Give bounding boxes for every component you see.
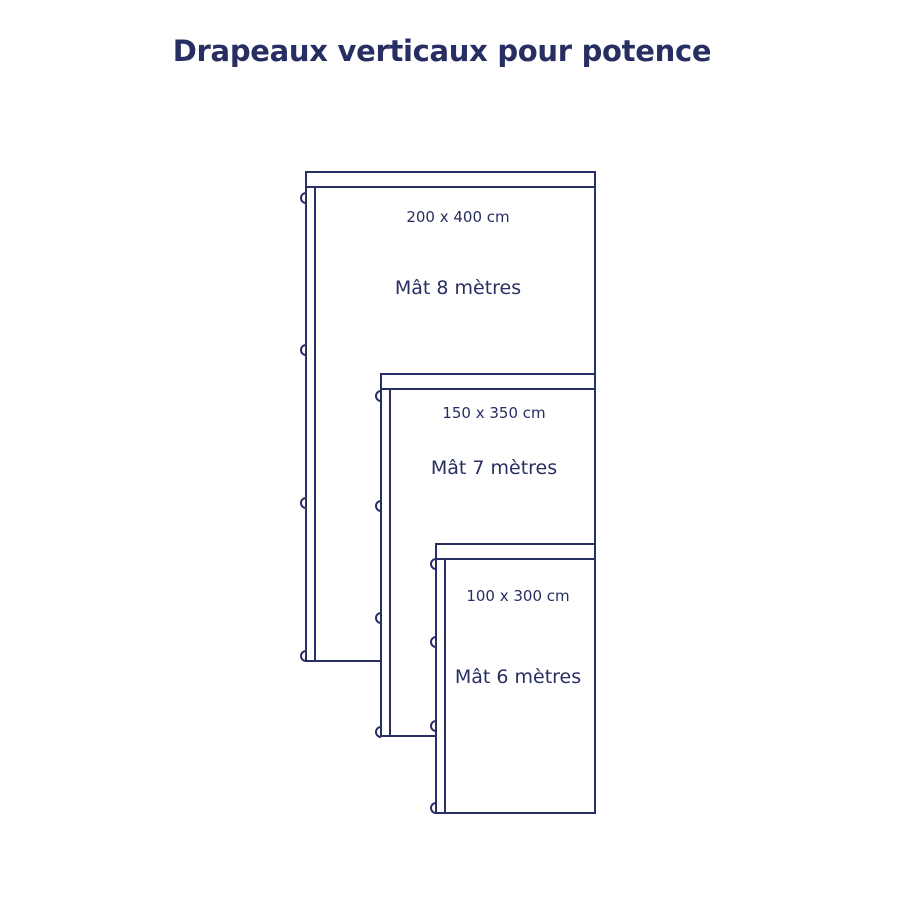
flag-ring [300, 192, 307, 204]
flag-100x300: 100 x 300 cm Mât 6 mètres [430, 543, 596, 814]
diagram-title: Drapeaux verticaux pour potence [172, 34, 712, 68]
mast-6m-label: Mât 6 mètres [455, 666, 581, 688]
mast-7m-label: Mât 7 mètres [431, 457, 557, 479]
flag-ring [430, 802, 437, 814]
flag-dimensions-label: 200 x 400 cm [406, 208, 509, 226]
flag-body [444, 558, 596, 814]
flag-ring [300, 497, 307, 509]
flag-ring [430, 720, 437, 732]
mast-8m-label: Mât 8 mètres [395, 277, 521, 299]
flag-ring [300, 344, 307, 356]
flag-ring [430, 558, 437, 570]
flag-dimensions-label: 150 x 350 cm [442, 404, 545, 422]
flag-ring [375, 390, 382, 402]
flag-ring [375, 500, 382, 512]
flag-ring [375, 726, 382, 738]
flag-layer: 200 x 400 cm Mât 8 mètres 150 x 350 cm Mât … [300, 171, 596, 814]
flag-ring [375, 612, 382, 624]
flag-ring [300, 650, 307, 662]
flag-background [436, 544, 595, 813]
flag-dimensions-label: 100 x 300 cm [466, 587, 569, 605]
flag-ring [430, 636, 437, 648]
